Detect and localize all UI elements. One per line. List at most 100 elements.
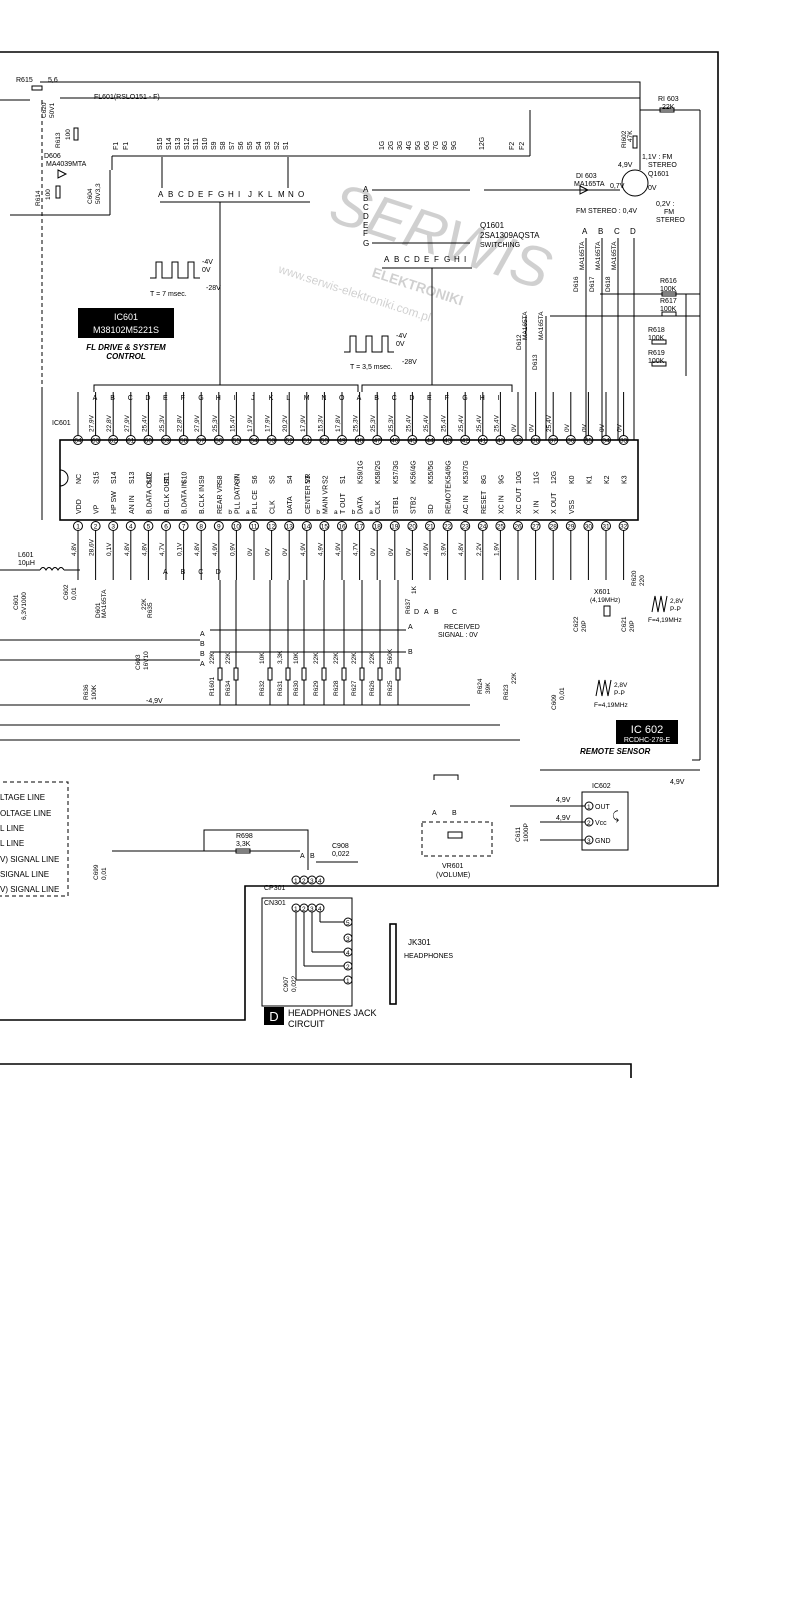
q-bottom-letter: F [434, 255, 439, 264]
wave-f2: F=4,19MHz [594, 702, 628, 709]
c621-label: C621 [621, 616, 628, 632]
diode-col: C [614, 227, 620, 236]
q-letter: D [363, 212, 369, 221]
ic601-bottom-pin-num: 31 [602, 524, 610, 531]
ic601-top-letter: H [480, 395, 485, 402]
r619-label: R619 [648, 350, 665, 357]
x601-freq: (4,19MHz) [590, 597, 620, 604]
ic601-top-pin-name: S3 [305, 475, 312, 484]
w2-neg: -28V [402, 359, 417, 366]
ic601-bottom-voltage: 4,9V [300, 542, 307, 556]
r615-label: R615 [16, 77, 33, 84]
ic601-top-voltage: 17,9V [300, 414, 307, 432]
ic601-bottom-pin-name: VP [94, 504, 101, 514]
ic601-bottom-pin-icon [389, 521, 400, 531]
ic601-top-pin-icon [565, 435, 576, 445]
ic601-top-pin-name: K56/4G [410, 460, 417, 484]
ic601-top-voltage: 25,4V [546, 414, 553, 432]
ic601-bottom-pin-num: 9 [217, 524, 221, 531]
hp-title-1: HEADPHONES JACK [288, 1008, 377, 1018]
q1601-type: 2SA1309AQSTA [480, 231, 540, 240]
resistor-value: 22K [369, 652, 376, 664]
resistor-body [301, 667, 307, 681]
ic601-bottom-pin-icon [266, 521, 277, 531]
ic601-bottom-pin-icon [495, 521, 506, 531]
ic601-badge-title: IC601 [114, 312, 138, 322]
c908-value: 0,022 [332, 851, 350, 858]
ic601-bottom-voltage: 3,9V [441, 542, 448, 556]
jack-pin: 4 [346, 950, 350, 957]
ic601-bottom-voltage: 0,1V [177, 542, 184, 556]
bus-b-label: B [408, 649, 413, 656]
ic601-top-pin-num: 56 [215, 438, 223, 445]
legend-line: SIGNAL LINE [0, 870, 49, 879]
fl-pin-label: S8 [220, 141, 227, 150]
d603-type: MA165TA [574, 181, 605, 188]
ic601-bottom-voltage: 4,7V [159, 542, 166, 556]
ic601-bottom-pin-icon [548, 521, 559, 531]
q-bottom-letter: D [414, 255, 420, 264]
ic601-badge-box [78, 308, 174, 338]
ic601-top-voltage: 15,3V [317, 414, 324, 432]
r1603-label: RI 603 [658, 96, 679, 103]
legend-line: OLTAGE LINE [0, 809, 51, 818]
ic601-bottom-voltage: 0V [405, 547, 412, 556]
board-border [0, 51, 719, 1078]
seg-letter: M [278, 190, 285, 199]
d616-label: D616 [573, 276, 580, 292]
diode-col: D [630, 227, 636, 236]
ic601-top-pin-icon [319, 435, 330, 445]
ic601-top-voltage: 22,8V [106, 414, 113, 432]
vr601-sub: (VOLUME) [436, 872, 470, 879]
resistor-name: R628 [333, 680, 340, 696]
fl-pin-label: S7 [229, 141, 236, 150]
resistor-name: R634 [225, 680, 232, 696]
q1601-transistor-icon [621, 169, 649, 197]
ic602-pin-num: 1 [587, 804, 591, 811]
c604-label: C604 [87, 188, 94, 204]
ic601-bottom-pin-name: REAR VR [217, 483, 224, 514]
ic601-top-pin-icon [372, 435, 383, 445]
ic601-top-pin-num: 54 [250, 438, 258, 445]
v-0-label: 0V [648, 185, 657, 192]
jack-pin-icon [343, 933, 353, 943]
ic601-bottom-pin-num: 15 [321, 524, 329, 531]
ic601-top-voltage: 27,9V [89, 414, 96, 432]
c908-label: C908 [332, 843, 349, 850]
vr601-letter: A [432, 810, 437, 817]
received-label-2: SIGNAL : 0V [438, 632, 478, 639]
ic601-bottom-pin-name: B.CLK OUT [164, 476, 171, 514]
ic601-top-pin-num: 36 [567, 438, 575, 445]
r623-value: 22K [511, 672, 518, 684]
ic601-bottom-pin-icon [108, 521, 119, 531]
ic602-pin-num: 2 [587, 820, 591, 827]
vr601: A B VR601 (VOLUME) [421, 774, 493, 879]
ic601-top-letter: O [339, 395, 345, 402]
ic601-top-letter: G [198, 395, 203, 402]
ic602-badge-title: IC 602 [631, 724, 663, 736]
ic601-top-pin-icon [442, 435, 453, 445]
cp301-pin: 1 [294, 878, 298, 885]
resistor-body [341, 667, 347, 681]
ic601-top-pin-icon [125, 435, 136, 445]
ic601-top-pin-icon [143, 435, 154, 445]
ic601-bottom-pin-icon [125, 521, 136, 531]
ic601-top-voltage: 25,4V [141, 414, 148, 432]
fl-pin-label: S10 [202, 137, 209, 150]
ic601-bottom-pin-num: 27 [532, 524, 540, 531]
hp-title-2: CIRCUIT [288, 1019, 325, 1029]
ic601-top-letter: B [374, 395, 379, 402]
ic601-bus-letter: C [198, 569, 203, 576]
legend-line: L LINE [0, 839, 24, 848]
ic601-top-pin-icon [231, 435, 242, 445]
resistor-name: R631 [277, 680, 284, 696]
r698-value: 3,3K [236, 841, 251, 848]
r636-value: 100K [91, 684, 98, 700]
ic601-bottom-pin-name: X IN [534, 500, 541, 514]
c699-value: 0,01 [101, 867, 108, 880]
ic601-top-pin-name: K57/3G [393, 460, 400, 484]
ic601-bottom-pin-icon [601, 521, 611, 531]
v-fm-label: 1,1V : FM [642, 154, 673, 161]
seg-letter: I [238, 190, 240, 199]
ic601-top-pin-icon [284, 435, 295, 445]
